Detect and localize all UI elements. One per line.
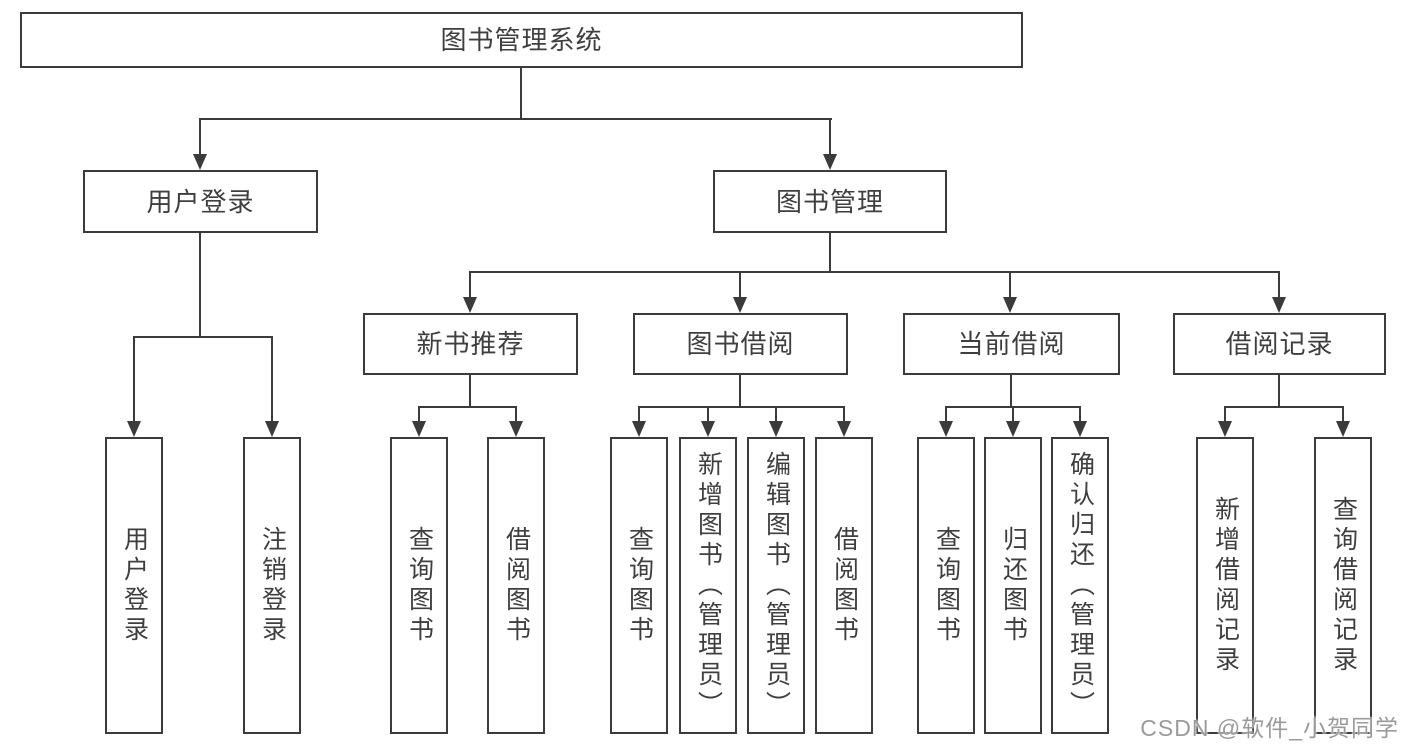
node-book-management: 图书管理 [713,170,947,233]
connector-line [1009,271,1011,297]
node-leaf-recommend-query-books: 查询图书 [390,437,448,734]
connector-line [1224,406,1344,408]
connector-line [739,271,741,297]
arrow-down-icon [463,297,477,313]
connector-line [199,118,201,154]
connector-line [199,118,832,120]
connector-line [843,406,845,421]
arrow-down-icon [837,421,851,437]
csdn-watermark: CSDN @软件_小贺同学 [1140,715,1399,741]
arrow-down-icon [701,421,715,437]
node-leaf-borrow-add-books-admin: 新增图书（管理员） [679,437,737,734]
arrow-down-icon [1006,421,1020,437]
node-leaf-current-confirm-return-admin: 确认归还（管理员） [1051,437,1109,734]
connector-line [520,68,522,118]
node-current-borrow: 当前借阅 [903,313,1120,375]
arrow-down-icon [509,421,523,437]
node-leaf-borrow-edit-books-admin: 编辑图书（管理员） [747,437,805,734]
connector-line [945,406,947,421]
connector-line [1079,406,1081,421]
arrow-down-icon [127,421,141,437]
connector-line [418,406,420,421]
connector-line [638,406,845,408]
connector-line [707,406,709,421]
connector-line [469,271,1280,273]
arrow-down-icon [1272,297,1286,313]
arrow-down-icon [1073,421,1087,437]
arrow-down-icon [1003,297,1017,313]
node-leaf-user-login: 用户登录 [105,437,163,734]
node-root-library-system: 图书管理系统 [20,12,1023,68]
connector-line [739,375,741,406]
node-leaf-recommend-borrow-books: 借阅图书 [487,437,545,734]
connector-line [1278,375,1280,406]
node-leaf-current-return-books: 归还图书 [984,437,1042,734]
connector-line [418,406,517,408]
connector-line [199,233,201,336]
node-leaf-borrow-borrow-books: 借阅图书 [815,437,873,734]
connector-line [1012,406,1014,421]
connector-line [1278,271,1280,297]
arrow-down-icon [1218,421,1232,437]
connector-line [469,271,471,297]
node-leaf-current-query-books: 查询图书 [917,437,975,734]
connector-line [1342,406,1344,421]
node-leaf-records-add-record: 新增借阅记录 [1196,437,1254,734]
connector-line [829,233,831,271]
node-leaf-borrow-query-books: 查询图书 [610,437,668,734]
arrow-down-icon [939,421,953,437]
connector-line [1010,375,1012,406]
connector-line [775,406,777,421]
connector-line [271,336,273,421]
arrow-down-icon [1336,421,1350,437]
connector-line [133,336,135,421]
node-borrow-records: 借阅记录 [1173,313,1386,375]
arrow-down-icon [193,154,207,170]
connector-line [638,406,640,421]
arrow-down-icon [412,421,426,437]
connector-line [515,406,517,421]
connector-line [469,375,471,406]
node-leaf-logout: 注销登录 [243,437,301,734]
connector-line [133,336,273,338]
arrow-down-icon [733,297,747,313]
node-book-borrow: 图书借阅 [633,313,848,375]
node-new-book-recommend: 新书推荐 [363,313,578,375]
connector-line [1224,406,1226,421]
node-leaf-records-query-record: 查询借阅记录 [1314,437,1372,734]
node-user-login: 用户登录 [83,170,318,233]
arrow-down-icon [632,421,646,437]
connector-line [829,118,831,154]
arrow-down-icon [769,421,783,437]
arrow-down-icon [823,154,837,170]
arrow-down-icon [265,421,279,437]
